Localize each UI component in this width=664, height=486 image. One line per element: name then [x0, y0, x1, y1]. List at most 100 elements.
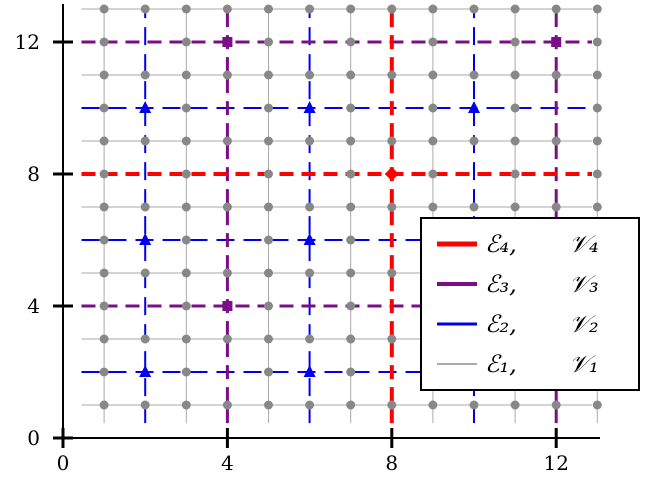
v1-point-3-2: [181, 367, 191, 377]
v1-point-9-7: [428, 202, 438, 212]
v1-point-10-1: [469, 400, 479, 410]
v1-point-10-13: [469, 4, 479, 14]
v1-point-1-6: [99, 235, 109, 245]
v4-point-8-8: [384, 167, 399, 181]
v1-point-2-7: [140, 202, 150, 212]
v1-point-13-12: [592, 37, 602, 47]
v1-point-9-8: [428, 169, 438, 179]
v1-point-2-5: [140, 268, 150, 278]
legend-marker-label-e1: 𝒱₁: [569, 350, 599, 378]
v1-point-4-11: [222, 70, 232, 80]
v1-point-4-13: [222, 4, 232, 14]
v1-point-7-2: [346, 367, 356, 377]
v1-point-2-11: [140, 70, 150, 80]
v1-point-11-8: [510, 169, 520, 179]
v1-point-1-4: [99, 301, 109, 311]
v1-point-11-11: [510, 70, 520, 80]
v1-point-5-13: [264, 4, 273, 14]
v1-point-7-6: [346, 235, 356, 245]
v1-point-5-5: [264, 268, 273, 278]
v1-point-3-6: [181, 235, 191, 245]
v1-point-7-7: [346, 202, 356, 212]
v2-point-6-2: [303, 365, 316, 377]
v1-point-5-11: [264, 70, 273, 80]
v1-point-3-8: [181, 169, 191, 179]
v1-point-6-13: [305, 4, 315, 14]
v1-point-8-7: [387, 202, 397, 212]
x-tick-label-4: 4: [221, 451, 234, 475]
v1-point-4-9: [222, 136, 232, 146]
v1-point-11-7: [510, 202, 520, 212]
v1-point-1-13: [99, 4, 109, 14]
v1-point-4-7: [222, 202, 232, 212]
v1-point-13-7: [592, 202, 602, 212]
v1-point-3-12: [181, 37, 191, 47]
v1-point-3-3: [181, 334, 191, 344]
v1-point-1-10: [99, 103, 109, 113]
v1-point-6-5: [305, 268, 315, 278]
v1-point-7-3: [346, 334, 356, 344]
v1-point-1-2: [99, 367, 109, 377]
v1-point-6-3: [305, 334, 315, 344]
v1-point-1-3: [99, 334, 109, 344]
v1-point-4-3: [222, 334, 232, 344]
v1-point-1-5: [99, 268, 109, 278]
v1-point-7-9: [346, 136, 356, 146]
v2-point-10-10: [468, 101, 480, 113]
v3-point-4-12: [222, 37, 233, 47]
v1-point-4-5: [222, 268, 232, 278]
v1-point-9-12: [428, 37, 438, 47]
v1-point-3-13: [181, 4, 191, 14]
v1-point-1-9: [99, 136, 109, 146]
v1-point-13-11: [592, 70, 602, 80]
legend-box: [420, 217, 640, 391]
legend-marker-label-e4: 𝒱₄: [569, 230, 599, 258]
v2-point-2-2: [139, 365, 152, 377]
v1-point-2-13: [140, 4, 150, 14]
v2-point-6-6: [303, 233, 316, 245]
legend-label-e1: ℰ₁,: [485, 350, 517, 378]
v1-point-1-11: [99, 70, 109, 80]
v1-point-3-11: [181, 70, 191, 80]
y-tick-label-0: 0: [27, 426, 40, 450]
v1-point-9-9: [428, 136, 438, 146]
v1-point-13-10: [592, 103, 602, 113]
v2-point-2-6: [139, 233, 152, 245]
v1-point-10-9: [469, 136, 479, 146]
v1-point-2-1: [140, 400, 150, 410]
v1-point-8-13: [387, 4, 397, 14]
v3-point-4-4: [222, 301, 233, 311]
v1-point-7-11: [346, 70, 356, 80]
v1-point-9-1: [428, 400, 438, 410]
v1-point-5-1: [264, 400, 273, 410]
v1-point-9-13: [428, 4, 438, 14]
v1-point-13-9: [592, 136, 602, 146]
v1-point-3-10: [181, 103, 191, 113]
v2-point-2-10: [139, 101, 152, 113]
legend-label-e4: ℰ₄,: [485, 230, 517, 258]
v1-point-1-7: [99, 202, 109, 212]
v1-point-7-10: [346, 103, 356, 113]
v1-point-8-1: [387, 400, 397, 410]
v1-point-7-5: [346, 268, 356, 278]
v1-point-6-11: [305, 70, 315, 80]
v1-point-12-7: [551, 202, 561, 212]
v1-point-7-13: [346, 4, 356, 14]
v2-point-6-10: [303, 101, 316, 113]
x-tick-label-12: 12: [543, 451, 568, 475]
v1-point-3-7: [181, 202, 191, 212]
y-tick-label-4: 4: [27, 294, 40, 318]
v1-point-5-2: [264, 367, 273, 377]
x-tick-label-8: 8: [385, 451, 398, 475]
v1-point-11-9: [510, 136, 520, 146]
legend-label-e3: ℰ₃,: [485, 270, 517, 298]
v1-point-5-4: [264, 301, 273, 311]
v1-point-7-4: [346, 301, 356, 311]
v1-point-5-10: [264, 103, 273, 113]
v1-point-1-12: [99, 37, 109, 47]
v1-point-1-1: [99, 400, 109, 410]
v1-point-13-8: [592, 169, 602, 179]
v1-point-10-11: [469, 70, 479, 80]
v1-point-8-3: [387, 334, 397, 344]
